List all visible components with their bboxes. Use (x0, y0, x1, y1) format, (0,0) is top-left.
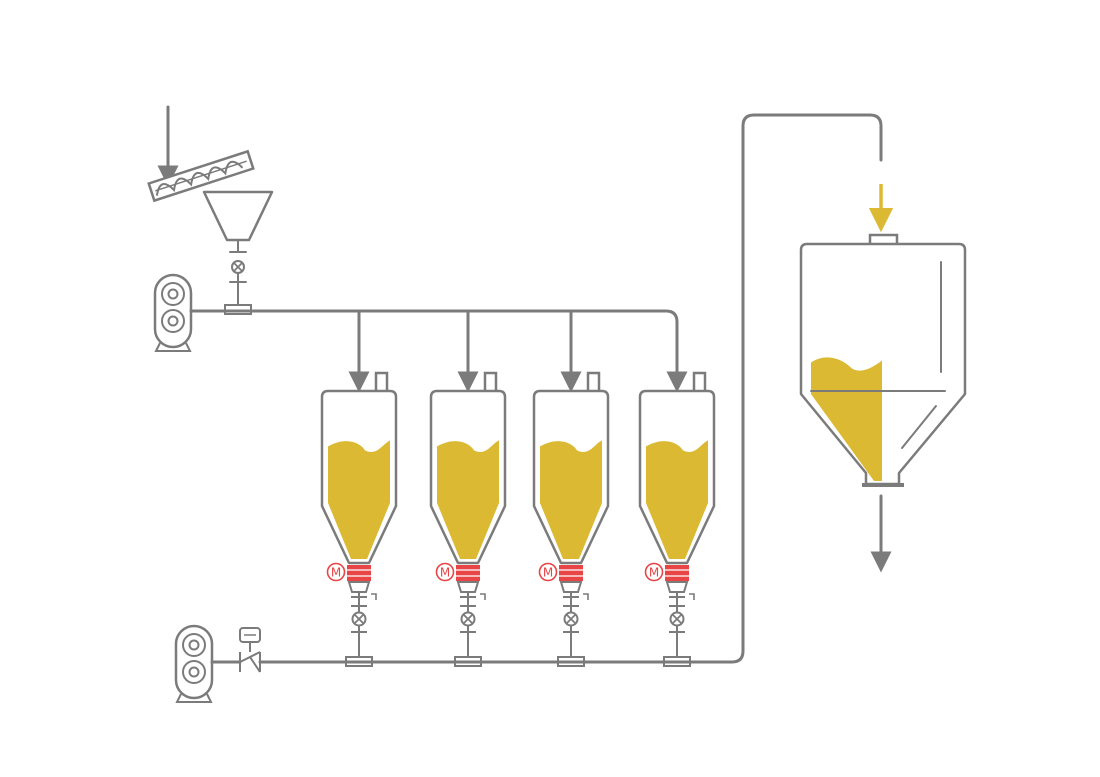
butterfly-valve-icon[interactable] (231, 260, 245, 274)
butterfly-valve-icon[interactable] (669, 611, 685, 627)
rotary-feeder (665, 565, 689, 581)
conveying-pipe (210, 113, 883, 664)
silo-vent-nozzle (586, 371, 601, 394)
rotary-feeder (347, 565, 371, 581)
butterfly-valve-icon[interactable] (351, 611, 367, 627)
screw-conveyor-icon (147, 149, 255, 203)
silo-product-level (328, 440, 390, 559)
feed-section (147, 105, 274, 352)
cone-baffle (901, 405, 937, 449)
motor-icon: M (644, 562, 664, 582)
rotary-feeder (559, 565, 583, 581)
motor-icon: M (435, 562, 455, 582)
motor-label: M (649, 566, 659, 580)
silo-vent-nozzle (692, 371, 707, 394)
motor-label: M (331, 566, 341, 580)
receiving-silo (799, 184, 967, 573)
dosing-silo-2: M (429, 371, 507, 667)
dosing-silo-3: M (532, 371, 610, 667)
butterfly-valve-icon[interactable] (563, 611, 579, 627)
silo-vent-nozzle (374, 371, 389, 394)
motor-label: M (440, 566, 450, 580)
silo-product-level (437, 440, 499, 559)
silo-product-level (540, 440, 602, 559)
silo-product-level (646, 440, 708, 559)
distribution-pipe (189, 309, 688, 393)
dosing-silo-4: M (638, 371, 716, 667)
blower-icon[interactable] (174, 624, 214, 703)
dosing-silo-1: M (320, 371, 398, 667)
receiving-silo-product (811, 357, 882, 481)
bottom-blower-group (174, 624, 261, 703)
motor-icon: M (538, 562, 558, 582)
motor-icon: M (326, 562, 346, 582)
check-valve-icon[interactable] (239, 627, 261, 673)
motor-label: M (543, 566, 553, 580)
feed-hopper (202, 190, 274, 242)
blower-icon[interactable] (153, 273, 193, 352)
butterfly-valve-icon[interactable] (460, 611, 476, 627)
rotary-feeder (456, 565, 480, 581)
silo-vent-nozzle (483, 371, 498, 394)
